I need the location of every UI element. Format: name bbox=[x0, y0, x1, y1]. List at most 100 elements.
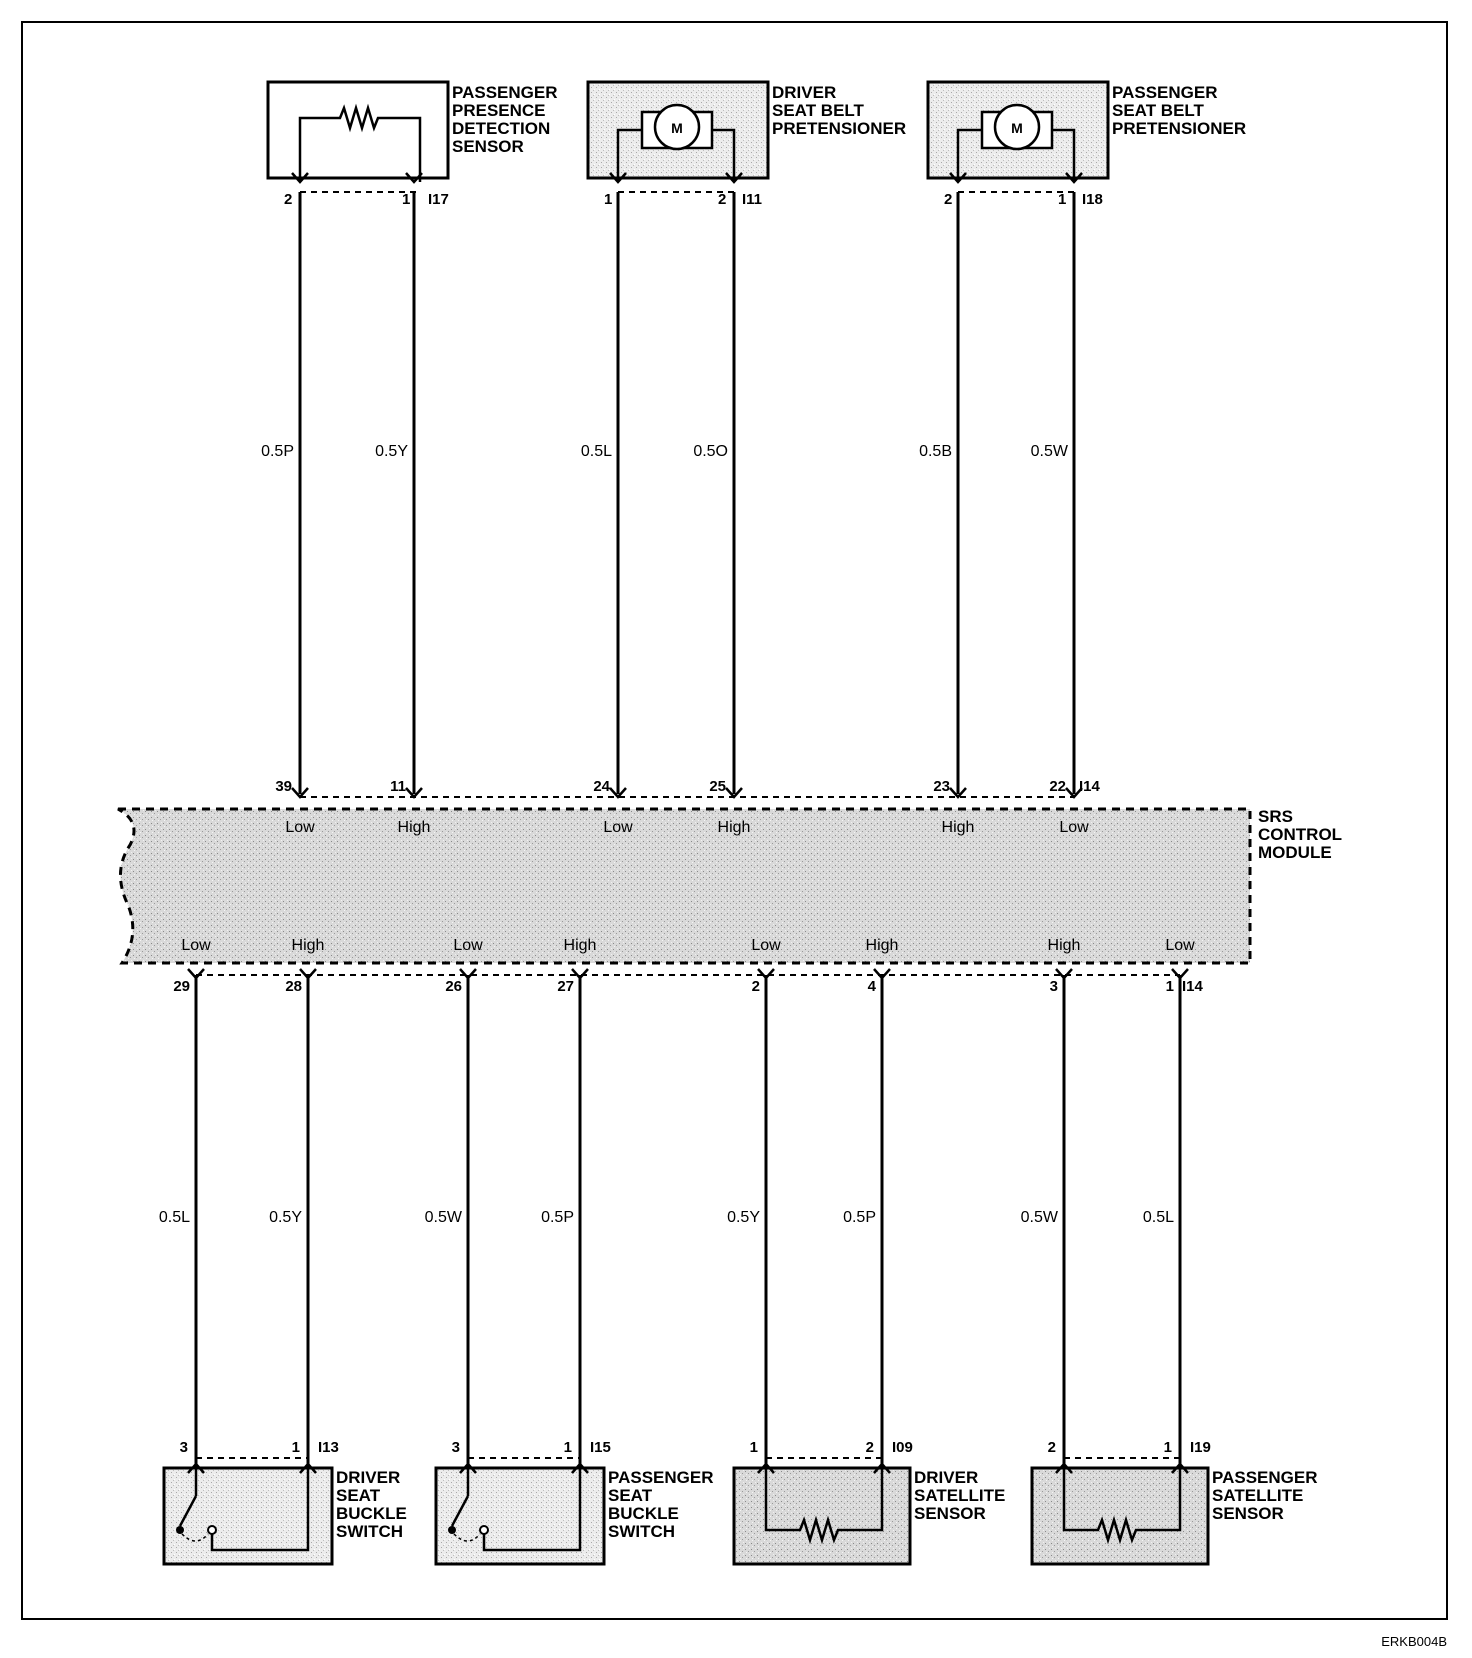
top-wire-labels: 0.5P 0.5Y 0.5L 0.5O 0.5B 0.5W bbox=[261, 443, 1069, 460]
terminal-arrow bbox=[609, 787, 627, 799]
pin-number: 2 bbox=[284, 191, 292, 208]
module-pin-number: 26 bbox=[445, 978, 462, 995]
module-pin-number: 1 bbox=[1166, 978, 1174, 995]
bottom-wires bbox=[194, 975, 1182, 1468]
top-wires bbox=[298, 192, 1076, 794]
terminal-arrow bbox=[571, 1462, 589, 1474]
module-signal-level: High bbox=[866, 937, 899, 954]
module-body bbox=[117, 807, 1252, 965]
component-label-line-3: BUCKLE bbox=[336, 1504, 407, 1523]
component-label-line-3: BUCKLE bbox=[608, 1504, 679, 1523]
connector-code: I19 bbox=[1190, 1439, 1211, 1456]
module-connector-top: I14 bbox=[1079, 778, 1101, 795]
diagram-frame bbox=[21, 21, 1448, 1620]
terminal-arrow bbox=[873, 968, 891, 980]
switch-arc bbox=[453, 1533, 481, 1542]
motor-wire bbox=[712, 128, 736, 182]
connector-code: I09 bbox=[892, 1439, 913, 1456]
wire-color-label: 0.5P bbox=[261, 443, 294, 460]
module-pin-number: 39 bbox=[275, 778, 292, 795]
terminal-arrow bbox=[405, 787, 423, 799]
terminal-arrow bbox=[1171, 1462, 1189, 1474]
component-box bbox=[434, 1466, 606, 1566]
wire-color-label: 0.5Y bbox=[727, 1209, 760, 1226]
motor-icon bbox=[993, 103, 1041, 151]
terminal-arrow bbox=[405, 172, 423, 184]
component-label-line-4: SWITCH bbox=[336, 1522, 403, 1541]
component-label-line-1: DRIVER bbox=[914, 1468, 978, 1487]
switch-contact bbox=[479, 1525, 489, 1535]
component-label-line-2: SATELLITE bbox=[914, 1486, 1005, 1505]
component-box bbox=[162, 1466, 334, 1566]
pin-number: 2 bbox=[1048, 1439, 1056, 1456]
component-label-line-1: PASSENGER bbox=[608, 1468, 714, 1487]
module-signal-level: High bbox=[1048, 937, 1081, 954]
switch-arc bbox=[181, 1533, 209, 1542]
component-label-line-1: DRIVER bbox=[772, 83, 836, 102]
component-label-line-3: PRETENSIONER bbox=[772, 119, 906, 138]
component-label-line-2: SEAT BELT bbox=[1112, 101, 1205, 120]
motor-icon bbox=[653, 103, 701, 151]
component-label-line-2: PRESENCE bbox=[452, 101, 546, 120]
module-signal-level: Low bbox=[285, 819, 315, 836]
module-pin-number: 23 bbox=[933, 778, 950, 795]
terminal-arrow bbox=[1055, 968, 1073, 980]
terminal-arrow bbox=[1065, 787, 1083, 799]
pin-number: 3 bbox=[452, 1439, 460, 1456]
pin-number: 1 bbox=[604, 191, 612, 208]
module-signal-level: High bbox=[564, 937, 597, 954]
switch-icon bbox=[178, 1495, 198, 1527]
component-label-line-3: SENSOR bbox=[1212, 1504, 1284, 1523]
component-label-line-1: PASSENGER bbox=[452, 83, 558, 102]
module-signal-level: High bbox=[718, 819, 751, 836]
component-label-line-3: PRETENSIONER bbox=[1112, 119, 1246, 138]
pin-number: 1 bbox=[1058, 191, 1066, 208]
module-pin-number: 25 bbox=[709, 778, 726, 795]
module-signal-level: High bbox=[942, 819, 975, 836]
driver-seat-buckle-switch: 3 1 I13 DRIVER SEAT BUCKLE SWITCH bbox=[162, 1439, 407, 1566]
diagram-code: ERKB004B bbox=[1381, 1634, 1447, 1649]
bottom-wire-labels: 0.5L 0.5Y 0.5W 0.5P 0.5Y 0.5P 0.5W 0.5L bbox=[159, 1209, 1174, 1226]
module-pin-number: 2 bbox=[752, 978, 760, 995]
resistor-icon bbox=[298, 103, 422, 182]
switch-wire bbox=[210, 1468, 310, 1552]
module-signal-level: High bbox=[398, 819, 431, 836]
motor-wire bbox=[616, 128, 642, 182]
connector-code: I11 bbox=[742, 191, 762, 208]
passenger-seat-buckle-switch: 3 1 I15 PASSENGER SEAT BUCKLE SWITCH bbox=[434, 1439, 714, 1566]
component-label-line-4: SWITCH bbox=[608, 1522, 675, 1541]
component-label-line-1: DRIVER bbox=[336, 1468, 400, 1487]
terminal-arrow bbox=[299, 968, 317, 980]
pin-number: 1 bbox=[1164, 1439, 1172, 1456]
module-signal-level: Low bbox=[603, 819, 633, 836]
pin-number: 1 bbox=[750, 1439, 758, 1456]
module-pin-number: 4 bbox=[868, 978, 877, 995]
terminal-arrow bbox=[299, 1462, 317, 1474]
terminal-arrow bbox=[1171, 968, 1189, 980]
switch-contact bbox=[207, 1525, 217, 1535]
terminal-arrow bbox=[1055, 1462, 1073, 1474]
terminal-arrow bbox=[1065, 172, 1083, 184]
module-bottom-pins: Low High Low High Low High High Low 29 2… bbox=[173, 937, 1195, 995]
component-label-line-4: SENSOR bbox=[452, 137, 524, 156]
component-box bbox=[732, 1466, 912, 1566]
connector-code: I18 bbox=[1082, 191, 1103, 208]
wire-color-label: 0.5P bbox=[843, 1209, 876, 1226]
connector-code: I13 bbox=[318, 1439, 339, 1456]
wire-color-label: 0.5Y bbox=[269, 1209, 302, 1226]
wire-color-label: 0.5P bbox=[541, 1209, 574, 1226]
terminal-arrow bbox=[187, 968, 205, 980]
wire-color-label: 0.5W bbox=[1031, 443, 1069, 460]
module-signal-level: Low bbox=[751, 937, 781, 954]
terminal-arrow bbox=[725, 787, 743, 799]
module-signal-level: Low bbox=[453, 937, 483, 954]
passenger-seat-belt-pretensioner: M PASSENGER SEAT BELT PRETENSIONER I18 2… bbox=[926, 80, 1246, 208]
switch-contact bbox=[176, 1526, 184, 1534]
driver-seat-belt-pretensioner: M DRIVER SEAT BELT PRETENSIONER I11 1 2 bbox=[586, 80, 906, 208]
module-label-line-1: SRS bbox=[1258, 807, 1293, 826]
module-signal-level: Low bbox=[181, 937, 211, 954]
module-pin-number: 3 bbox=[1050, 978, 1058, 995]
connector-code: I17 bbox=[428, 191, 449, 208]
wire-color-label: 0.5L bbox=[1143, 1209, 1174, 1226]
